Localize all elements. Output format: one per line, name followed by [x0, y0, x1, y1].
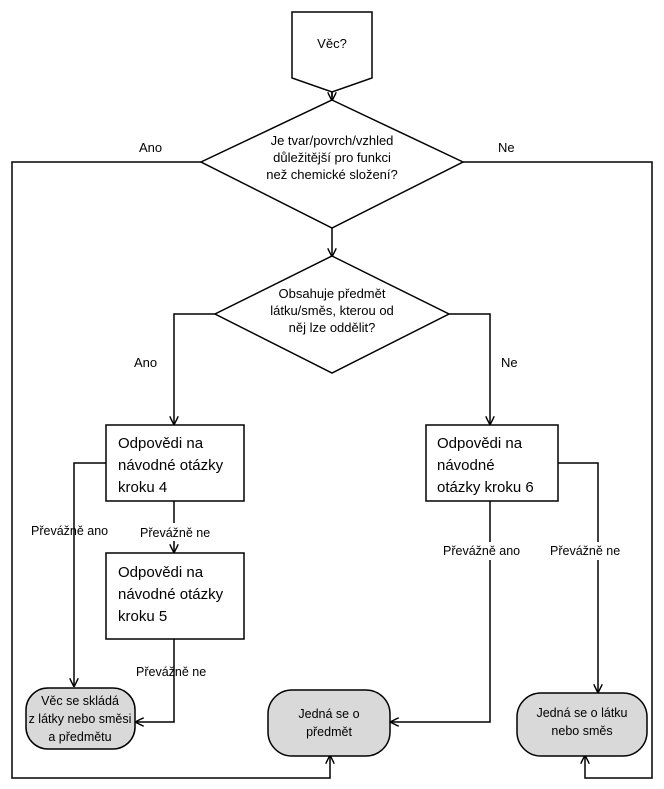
decision2-line-3: něj lze oddělit?	[289, 320, 376, 335]
box6-mostly-no-label: Převážně ne	[550, 544, 620, 558]
box6-mostly-yes-path	[391, 501, 491, 722]
box5-mostly-no-path	[136, 639, 175, 722]
outcome-mixed-line-1: Věc se skládá	[41, 694, 119, 708]
decision2-yes-label: Ano	[134, 355, 157, 370]
box5-line-3: kroku 5	[118, 608, 167, 625]
outcome-mixed-line-3: a předmětu	[48, 730, 111, 744]
decision1-line-2: důležitější pro funkci	[273, 150, 391, 165]
box4-line-2: návodné otázky	[118, 457, 224, 474]
box-step5: Odpovědi na návodné otázky kroku 5	[105, 552, 245, 640]
box5-line-2: návodné otázky	[118, 586, 224, 603]
outcome-substance: Jedná se o látku nebo směs	[516, 692, 648, 757]
decision2-no-label: Ne	[501, 355, 518, 370]
decision1-no-label: Ne	[498, 140, 515, 155]
outcome-article-line-2: předmět	[306, 725, 352, 739]
start-text: Věc?	[317, 36, 347, 51]
decision2-node: Obsahuje předmět látku/směs, kterou od n…	[213, 255, 451, 374]
start-node: Věc?	[291, 11, 373, 93]
box4-line-1: Odpovědi na	[118, 435, 204, 452]
box4-mostly-no-label: Převážně ne	[140, 526, 210, 540]
outcome-substance-line-1: Jedná se o látku	[536, 706, 627, 720]
decision2-line-1: Obsahuje předmět	[279, 286, 386, 301]
outcome-article-line-1: Jedná se o	[298, 707, 359, 721]
box5-line-1: Odpovědi na	[118, 564, 204, 581]
decision1-no-path	[463, 161, 653, 779]
box-step4: Odpovědi na návodné otázky kroku 4	[105, 424, 245, 502]
box4-mostly-yes-path	[74, 462, 106, 686]
decision2-no-path	[449, 313, 490, 424]
decision1-line-3: než chemické složení?	[266, 167, 398, 182]
outcome-article: Jedná se o předmět	[267, 689, 391, 757]
outcome-mixed: Věc se skládá z látky nebo směsi a předm…	[25, 687, 136, 750]
box6-line-3: otázky kroku 6	[437, 479, 534, 496]
outcome-substance-line-2: nebo směs	[551, 724, 612, 738]
decision1-yes-path	[11, 161, 330, 779]
box6-mostly-yes-label: Převážně ano	[443, 544, 520, 558]
box6-mostly-no-path	[558, 462, 598, 692]
decision2-yes-path	[174, 313, 215, 424]
box4-line-3: kroku 4	[118, 479, 167, 496]
box5-mostly-no-label: Převážně ne	[136, 665, 206, 679]
box-step6: Odpovědi na návodné otázky kroku 6	[425, 424, 559, 502]
box4-mostly-yes-label: Převážně ano	[31, 524, 108, 538]
decision1-node: Je tvar/povrch/vzhled důležitější pro fu…	[199, 99, 465, 229]
decision2-line-2: látku/směs, kterou od	[270, 303, 394, 318]
box6-line-1: Odpovědi na	[437, 435, 523, 452]
decision1-line-1: Je tvar/povrch/vzhled	[271, 133, 394, 148]
outcome-mixed-line-2: z látky nebo směsi	[29, 712, 132, 726]
decision1-yes-label: Ano	[139, 140, 162, 155]
box6-line-2: návodné	[437, 457, 495, 474]
